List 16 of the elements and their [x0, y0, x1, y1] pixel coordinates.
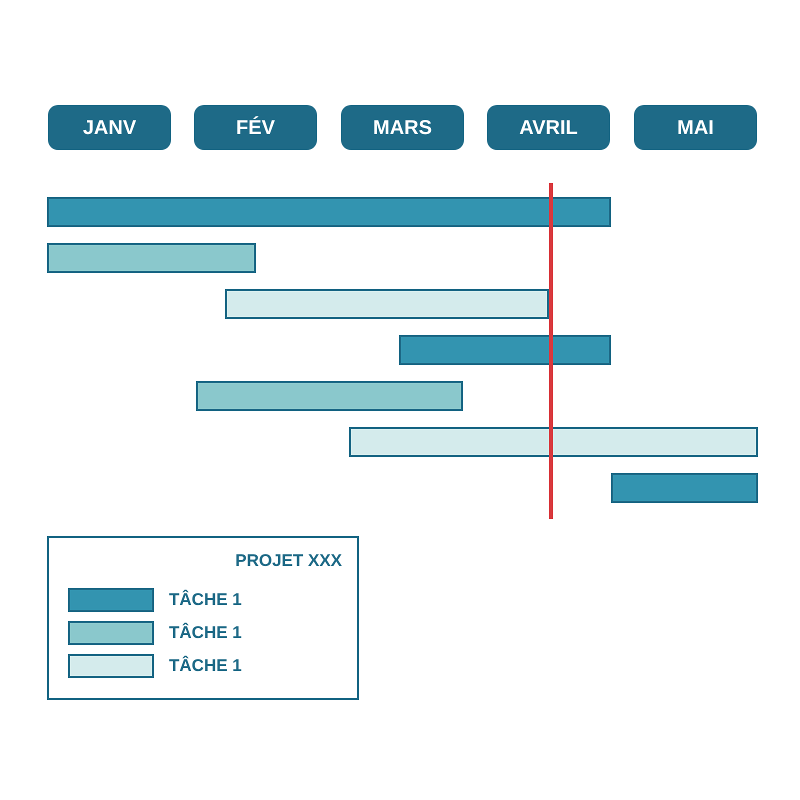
legend-title: PROJET XXX: [235, 550, 342, 572]
month-header: AVRIL: [487, 105, 610, 150]
task-bar: [349, 427, 758, 457]
month-header: MAI: [634, 105, 757, 150]
task-bar: [47, 197, 611, 227]
legend-label: TÂCHE 1: [169, 654, 242, 677]
month-header: MARS: [341, 105, 464, 150]
task-bar: [47, 243, 256, 273]
month-header: FÉV: [194, 105, 317, 150]
task-bar: [196, 381, 463, 411]
task-bar: [611, 473, 758, 503]
month-header: JANV: [48, 105, 171, 150]
legend-label: TÂCHE 1: [169, 622, 242, 644]
legend-label: TÂCHE 1: [169, 588, 242, 611]
task-bar: [225, 289, 549, 319]
task-bar: [399, 335, 611, 365]
